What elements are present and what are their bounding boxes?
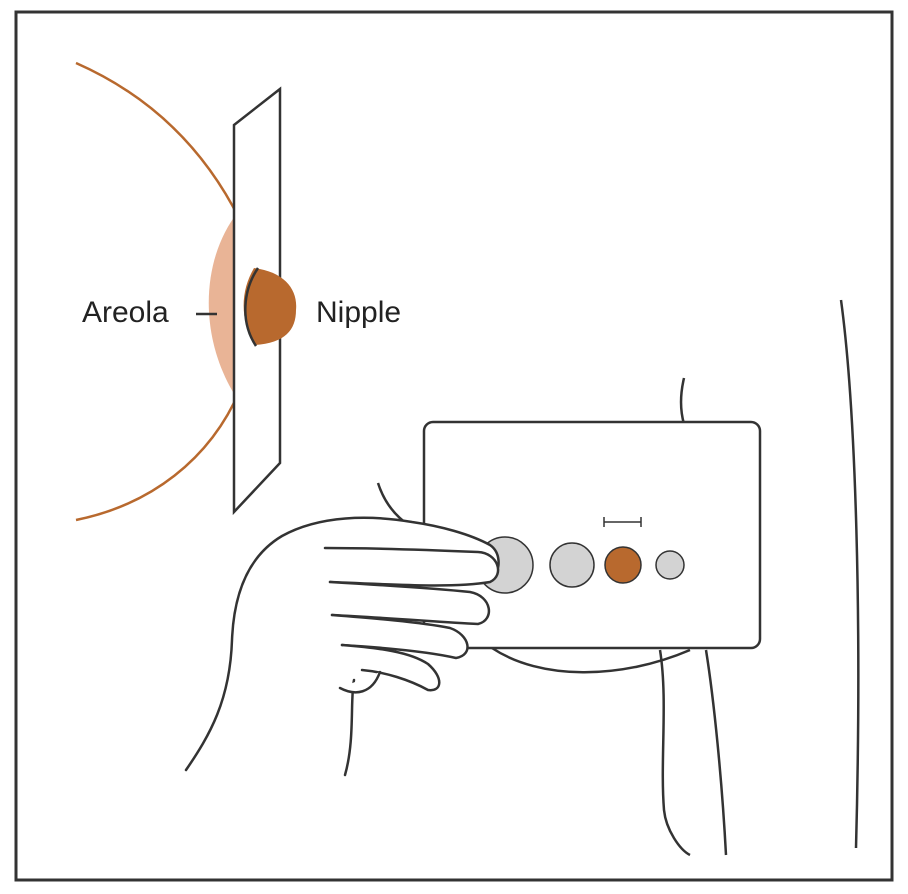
measurement-indicator-icon [603, 517, 642, 527]
areola-label: Areola [82, 296, 169, 329]
breast-under-card [491, 646, 691, 674]
breast-curve [75, 61, 242, 522]
body-left-outline [658, 649, 691, 857]
border-frame [14, 10, 894, 882]
nipple-shape [243, 268, 297, 345]
sizer-circle-small [655, 550, 685, 580]
body-right-outline [704, 649, 728, 856]
body-shoulder-line [679, 377, 686, 425]
nipple-label: Nipple [316, 296, 401, 329]
areola-shape [208, 212, 238, 400]
sizer-circle-medium [549, 542, 595, 588]
nipple-edge-line [244, 267, 260, 347]
body-torso-line [839, 299, 860, 849]
sizer-circle-selected [604, 546, 642, 584]
hand-illustration [184, 516, 500, 777]
